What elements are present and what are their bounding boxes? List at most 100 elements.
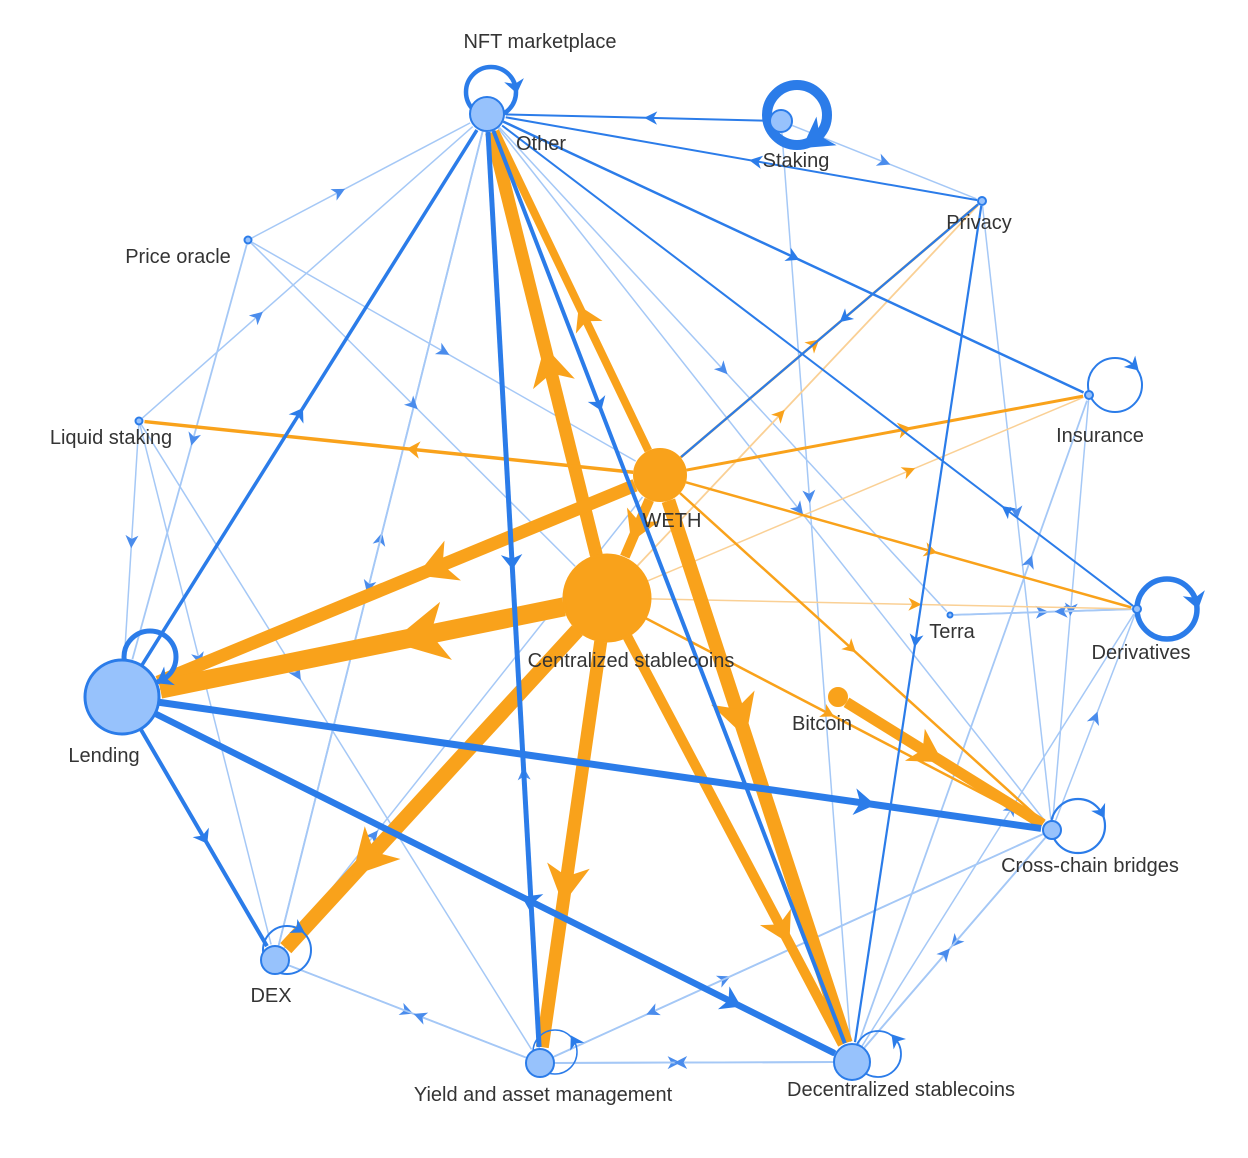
edge-staking-other (505, 111, 770, 125)
edge-arrowhead (626, 507, 660, 543)
edge-decentralized-derivatives (861, 613, 1135, 1047)
edge-centralized-other (485, 130, 603, 557)
edge-arrowhead (789, 500, 804, 515)
edge-yield-dex (289, 964, 527, 1059)
node-circle-privacy[interactable] (977, 196, 987, 206)
edge-arrowhead (1064, 602, 1078, 616)
edge-other-terra (498, 126, 948, 613)
edge-arrowhead (852, 788, 876, 816)
node-circle-terra[interactable] (946, 611, 954, 619)
node-nft[interactable]: NFT marketplace (463, 31, 616, 53)
edge-centralized-decentralized (623, 634, 848, 1047)
node-label-weth: WETH (643, 510, 702, 532)
edge-weth-decentralized (661, 498, 853, 1046)
edge-arrowhead (908, 597, 922, 611)
edge-arrowhead (1123, 355, 1139, 371)
self-loop-derivatives (1134, 576, 1205, 642)
node-circle-insurance[interactable] (1084, 390, 1094, 400)
edge-arrowhead (646, 1003, 661, 1016)
node-privacy[interactable]: Privacy (946, 196, 1012, 234)
edge-arrowhead (547, 862, 590, 905)
edge-arrowhead (771, 409, 785, 424)
node-other[interactable]: Other (469, 96, 566, 155)
node-circle-decentralized[interactable] (833, 1043, 871, 1081)
node-insurance[interactable]: Insurance (1056, 390, 1144, 447)
node-label-derivatives: Derivatives (1092, 642, 1191, 664)
node-circle-weth[interactable] (633, 448, 687, 502)
edge-arrowhead (416, 540, 461, 581)
edge-arrowhead (904, 728, 943, 763)
self-loop-insurance (1087, 355, 1143, 413)
edge-centralized-dex (280, 625, 583, 954)
edge-liquid-other (141, 126, 474, 419)
edge-lending-crosschain (159, 698, 1042, 832)
edge-arrowhead (784, 247, 800, 261)
node-dex[interactable]: DEX (250, 945, 292, 1007)
self-loop-dex (262, 918, 312, 975)
edge-lending-dex (139, 728, 269, 948)
edge-arrowhead (1086, 711, 1099, 727)
node-circle-other[interactable] (469, 96, 505, 132)
edge-arrowhead (156, 666, 175, 686)
node-terra[interactable]: Terra (929, 611, 976, 644)
node-circle-derivatives[interactable] (1132, 604, 1142, 614)
edge-other-decentralized (491, 130, 847, 1045)
edge-arrowhead (504, 78, 524, 94)
node-circle-yield[interactable] (525, 1048, 555, 1078)
edge-weth-insurance (686, 394, 1084, 472)
node-priceoracle[interactable]: Price oracle (125, 235, 253, 269)
edge-privacy-crosschain (981, 205, 1052, 820)
edge-arrowhead (819, 703, 835, 717)
node-circle-lending[interactable] (83, 658, 161, 736)
node-label-privacy: Privacy (946, 212, 1012, 234)
node-staking[interactable]: Staking (763, 109, 830, 172)
node-lending[interactable]: Lending (68, 658, 161, 767)
node-decentralized[interactable]: Decentralized stablecoins (787, 1043, 1015, 1101)
node-label-nft: NFT marketplace (463, 31, 616, 53)
edge-decentralized-insurance (857, 400, 1088, 1045)
node-label-priceoracle: Price oracle (125, 246, 231, 268)
edge-arrowhead (288, 407, 304, 424)
edge-arrowhead (644, 111, 658, 125)
node-circle-liquid[interactable] (134, 416, 144, 426)
edge-arrowhead (403, 395, 418, 410)
edge-arrowhead (841, 638, 856, 653)
edge-arrowhead (125, 534, 139, 549)
node-label-dex: DEX (250, 985, 291, 1007)
node-circle-priceoracle[interactable] (243, 235, 253, 245)
edge-arrowhead (909, 633, 924, 648)
node-circle-staking[interactable] (769, 109, 793, 133)
edge-lending-other (140, 129, 479, 666)
node-circle-dex[interactable] (260, 945, 290, 975)
self-loop-staking (762, 80, 837, 150)
edge-weth-crosschain (679, 492, 1045, 824)
edge-arrowhead (900, 467, 916, 480)
edge-arrowhead (936, 948, 950, 963)
edge-arrowhead (570, 1035, 585, 1051)
node-label-terra: Terra (929, 621, 975, 643)
node-centralized[interactable]: Centralized stablecoins (528, 553, 735, 672)
edge-arrowhead (587, 395, 606, 411)
edge-weth-other (491, 129, 652, 453)
node-derivatives[interactable]: Derivatives (1092, 604, 1191, 664)
node-circle-centralized[interactable] (562, 553, 652, 643)
edge-weth-lending (155, 479, 638, 689)
node-weth[interactable]: WETH (633, 448, 702, 532)
node-bitcoin[interactable]: Bitcoin (792, 687, 852, 735)
node-yield[interactable]: Yield and asset management (414, 1048, 673, 1106)
edge-staking-decentralized (781, 132, 852, 1043)
edge-decentralized-yield (555, 1056, 834, 1070)
node-liquid[interactable]: Liquid staking (50, 416, 172, 450)
node-label-crosschain: Cross-chain bridges (1001, 855, 1179, 877)
node-circle-crosschain[interactable] (1042, 820, 1062, 840)
edge-arrowhead (749, 155, 764, 169)
edge-arrowhead (891, 1034, 906, 1050)
edge-arrowhead (188, 431, 202, 446)
edge-arrowhead (434, 342, 450, 355)
edge-arrowhead (802, 489, 816, 504)
edge-arrowhead (1021, 555, 1034, 570)
node-crosschain[interactable]: Cross-chain bridges (1001, 820, 1179, 877)
node-circle-bitcoin[interactable] (828, 687, 848, 707)
edge-arrowhead (674, 1056, 688, 1070)
